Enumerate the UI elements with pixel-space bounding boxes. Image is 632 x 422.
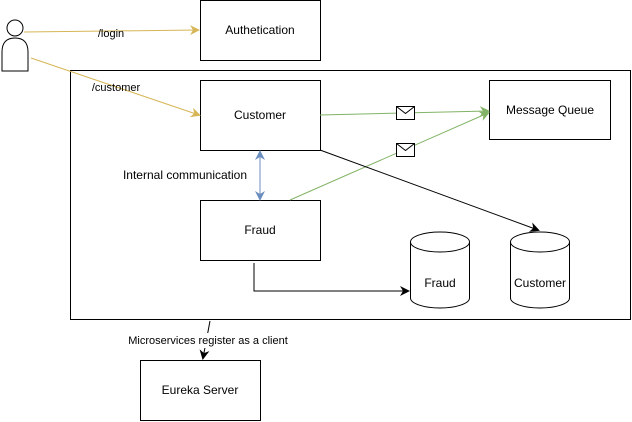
fraud-database-label: Fraud	[424, 276, 455, 290]
fraud-service-label: Fraud	[244, 223, 275, 237]
user-actor-icon	[1, 19, 29, 72]
customer-route-label: /customer	[92, 82, 141, 94]
microservices-container	[70, 70, 631, 320]
envelope-icon	[396, 143, 415, 157]
eureka-register-label-bg	[126, 333, 291, 348]
envelope-icon	[396, 106, 415, 120]
fraud-to-queue-arrow	[289, 111, 490, 201]
eureka-server-label: Eureka Server	[162, 383, 239, 397]
login-edge-label: /login	[98, 28, 124, 40]
customer-to-customer-db-arrow	[319, 149, 540, 232]
authentication-label: Authetication	[225, 23, 294, 37]
customer-database-label: Customer	[514, 276, 566, 290]
fraud-to-fraud-db-arrow	[253, 263, 410, 296]
authentication-box	[200, 0, 321, 61]
message-queue-label: Message Queue	[506, 103, 594, 117]
eureka-register-label: Microservices register as a client	[128, 335, 288, 347]
customer-route-arrow	[30, 57, 201, 118]
login-arrow	[23, 25, 200, 36]
customer-service-box	[200, 80, 321, 151]
customer-service-label: Customer	[234, 108, 286, 122]
customer-database	[510, 231, 570, 309]
fraud-database	[410, 231, 470, 309]
internal-communication-label: Internal communication	[123, 168, 247, 182]
eureka-server-box	[140, 360, 261, 421]
